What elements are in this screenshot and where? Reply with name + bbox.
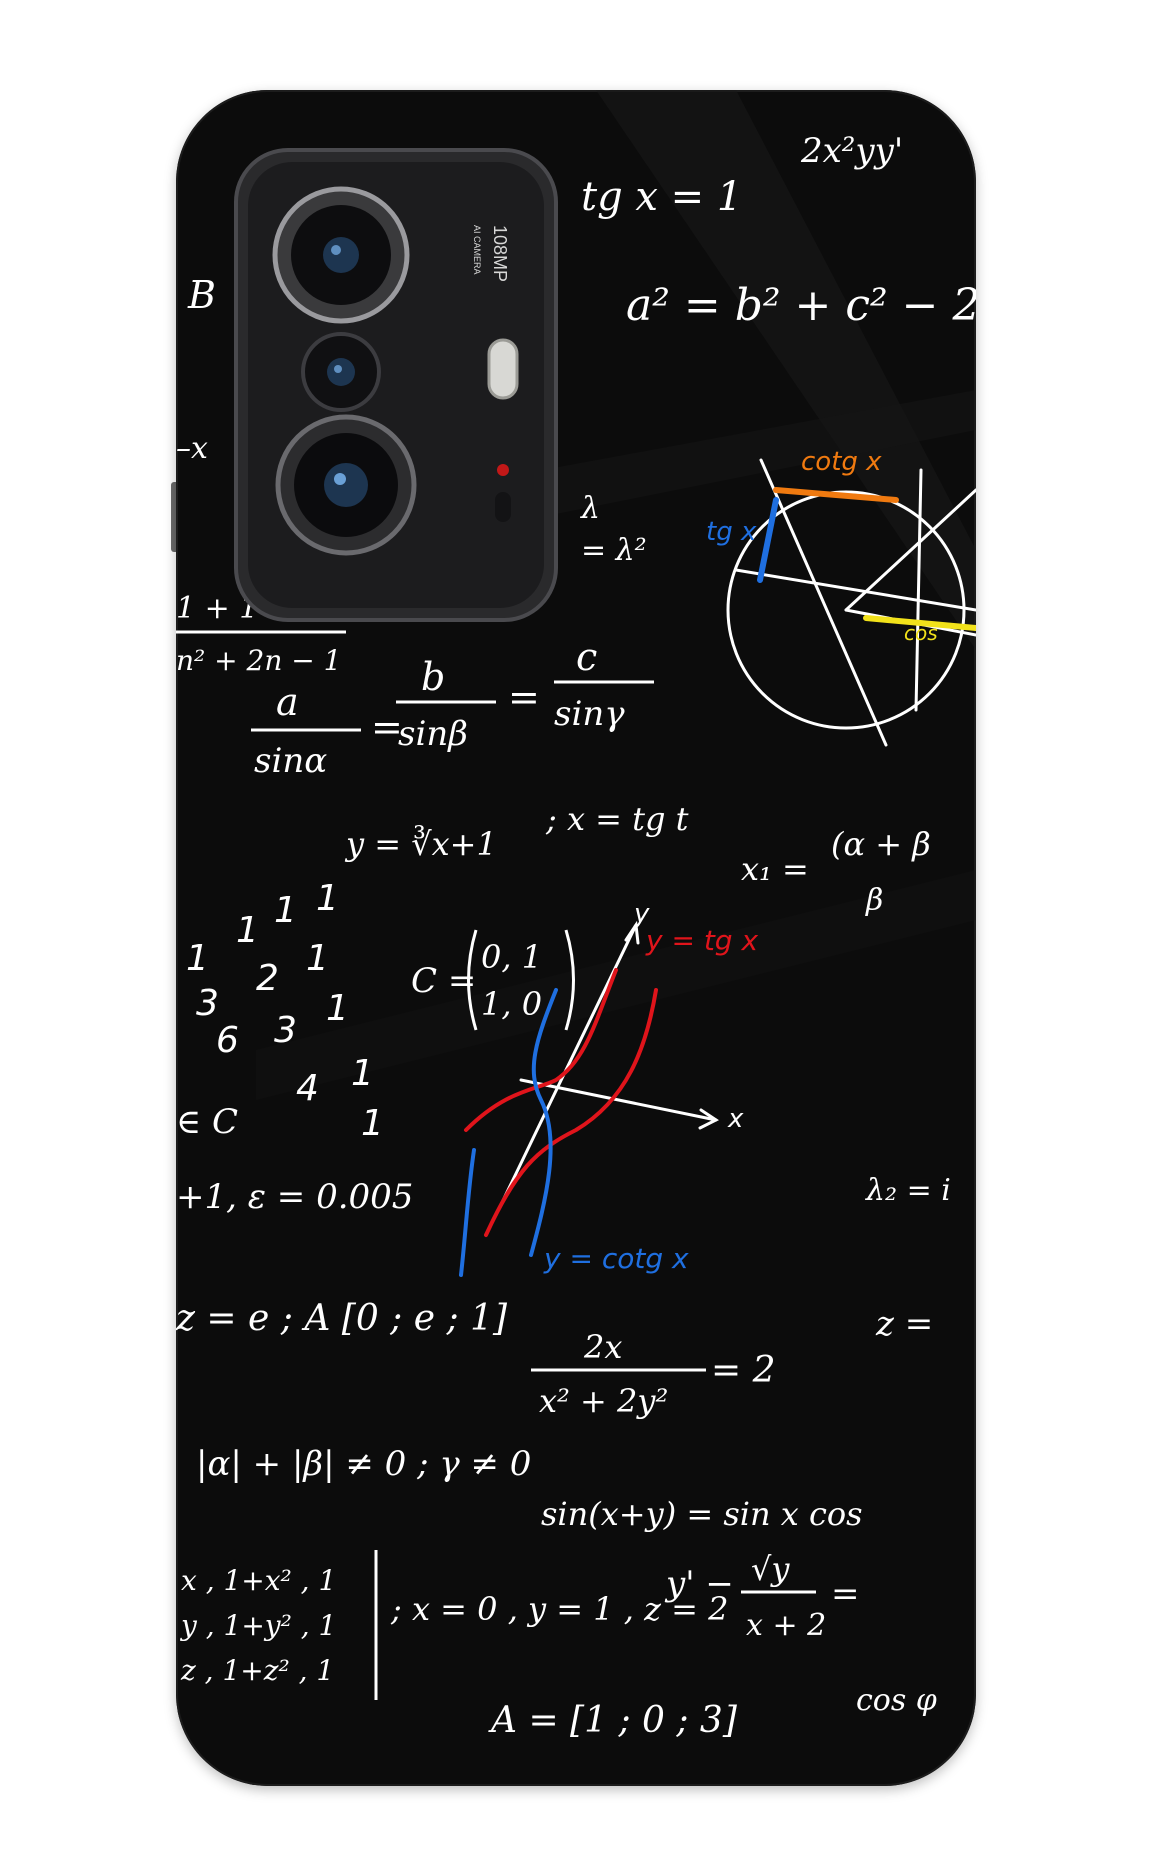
formula-z-right: z = — [875, 1304, 933, 1344]
formula-tgx: tg x = 1 — [581, 174, 742, 220]
gloss-reflection — [596, 90, 976, 650]
matrix-c-label: C = — [411, 961, 476, 1001]
formula-abs: |α| + |β| ≠ 0 ; γ ≠ 0 — [196, 1444, 531, 1484]
sqrt-y: √y — [751, 1550, 790, 1588]
label-y-axis: y — [633, 899, 650, 929]
telephoto-camera-lens — [275, 414, 417, 556]
label-y-tgx: y = tg x — [645, 924, 758, 957]
digit: 6 — [216, 1020, 239, 1061]
formula-alpha-beta: (α + β — [831, 825, 931, 863]
blackboard-design: tg x = 1 2x²yy' a² = b² + c² − 2 B –x λ … — [176, 90, 976, 1741]
formula-xtgt: ; x = tg t — [545, 800, 689, 838]
label-y-cotgx: y = cotg x — [543, 1242, 689, 1275]
matrix-row: y , 1+y² , 1 — [179, 1609, 336, 1642]
unit-circle-diagram — [726, 458, 976, 747]
formula-cbrt: y = ∛x+1 — [344, 825, 497, 863]
matrix-c: C = 0, 1 1, 0 — [411, 929, 575, 1031]
formula-xyz: ; x = 0 , y = 1 , z = 2 — [390, 1590, 729, 1628]
formula-x1: x₁ = — [741, 850, 809, 888]
sines-eq: = — [371, 705, 403, 749]
formula-beta: β — [865, 883, 883, 918]
camera-label: 108MP — [490, 225, 510, 282]
phone-case: tg x = 1 2x²yy' a² = b² + c² − 2 B –x λ … — [176, 90, 976, 1786]
formula-ec: ∈ C — [176, 1102, 238, 1142]
scattered-digits: 1 1 1 1 2 1 3 6 3 1 4 1 1 — [186, 878, 384, 1144]
matrix-row: x , 1+x² , 1 — [181, 1564, 336, 1597]
fraction-rhs: = 2 — [711, 1350, 776, 1391]
digit: 2 — [256, 958, 279, 999]
x-plus-2: x + 2 — [746, 1608, 826, 1643]
camera-module: 108MP AI CAMERA — [234, 148, 558, 622]
y-prime-formula: y' − √y x + 2 = — [664, 1550, 860, 1643]
label-cotgx: cotg x — [801, 447, 882, 477]
digit: 1 — [316, 878, 339, 919]
formula-b-letter: B — [187, 273, 216, 317]
formula-lambda-sq: = λ² — [581, 533, 647, 568]
digit: 1 — [306, 938, 329, 979]
label-cos: cos — [904, 621, 938, 645]
digit: 1 — [274, 890, 297, 931]
secondary-camera-lens — [301, 332, 381, 412]
digit: 1 — [236, 910, 259, 951]
formula-a103: A = [1 ; 0 ; 3] — [488, 1700, 738, 1741]
sines-b: b — [421, 655, 445, 699]
side-button — [171, 482, 179, 552]
formula-n2: n² + 2n − 1 — [176, 644, 341, 677]
formula-sinxy: sin(x+y) = sin x cos — [541, 1495, 863, 1533]
determinant-matrix: x , 1+x² , 1 y , 1+y² , 1 z , 1+z² , 1 — [179, 1550, 378, 1700]
formula-lambda2: λ₂ = i — [865, 1173, 951, 1208]
sines-sin-gamma: sinγ — [554, 694, 625, 734]
formula-cosphi: cos φ — [856, 1683, 937, 1718]
digit: 3 — [196, 983, 219, 1024]
label-x-axis: x — [727, 1104, 744, 1134]
matrix-row: 0, 1 — [481, 938, 542, 976]
sines-sin-beta: sinβ — [398, 714, 468, 754]
gloss-reflection — [256, 870, 976, 1100]
camera-sublabel: AI CAMERA — [472, 225, 482, 275]
digit: 1 — [186, 938, 209, 979]
tangent-graph — [459, 920, 719, 1277]
formula-z-e: z = e ; A [0 ; e ; 1] — [176, 1298, 508, 1339]
formula-fx: –x — [176, 431, 208, 466]
digit: 1 — [351, 1053, 374, 1094]
sines-eq: = — [508, 675, 540, 719]
law-of-sines: a sinα = b sinβ = c sinγ — [251, 635, 654, 781]
sines-a: a — [276, 680, 299, 724]
digit: 1 — [326, 988, 349, 1029]
digit: 4 — [296, 1068, 319, 1109]
sensor-dot — [497, 464, 509, 476]
digit: 1 — [361, 1103, 384, 1144]
formula-lambda: λ — [580, 491, 600, 526]
main-camera-lens — [272, 186, 410, 324]
fraction-numerator: 2x — [583, 1328, 622, 1366]
eq-right: = — [831, 1574, 860, 1614]
formula-pythagoras: a² = b² + c² − 2 — [626, 280, 976, 331]
formula-2x2yy: 2x²yy' — [800, 131, 903, 171]
fraction-2x: 2x x² + 2y² = 2 — [531, 1328, 776, 1420]
label-tgx: tg x — [706, 517, 757, 547]
sines-c: c — [576, 635, 597, 679]
fraction-denominator: x² + 2y² — [539, 1382, 668, 1420]
matrix-row: z , 1+z² , 1 — [180, 1654, 334, 1687]
digit: 3 — [274, 1010, 297, 1051]
formula-eps: +1, ε = 0.005 — [176, 1177, 413, 1217]
sensor-window — [495, 492, 511, 522]
matrix-row: 1, 0 — [481, 985, 542, 1023]
flash-icon — [487, 338, 519, 400]
y-prime: y' − — [664, 1564, 734, 1604]
sines-sin-alpha: sinα — [254, 741, 327, 781]
